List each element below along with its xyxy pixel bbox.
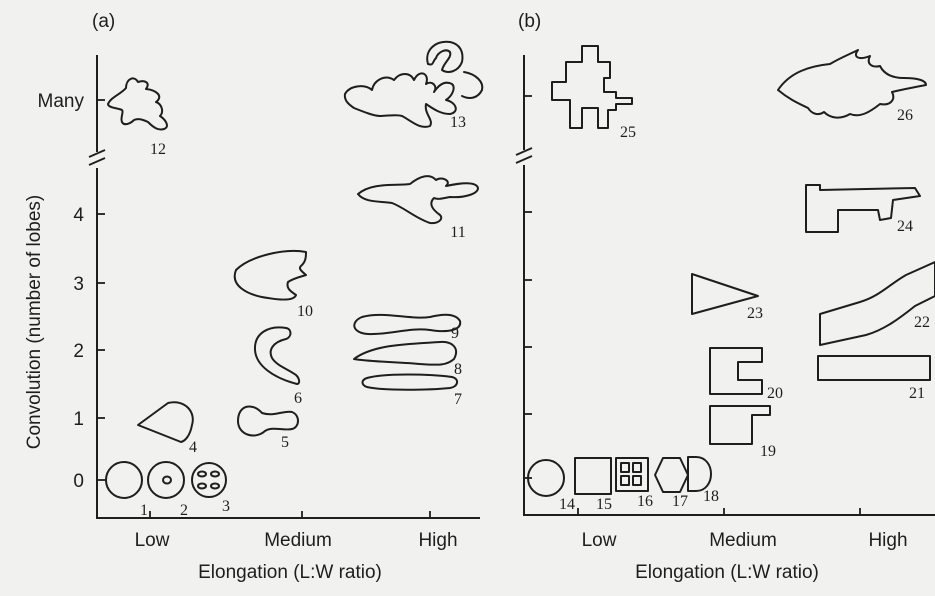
shape-18-half-disc [687, 456, 712, 492]
shape-2-circle-with-dot [147, 461, 185, 499]
shape-number-12: 12 [150, 141, 166, 158]
panel-b-axis-break [515, 147, 533, 164]
shape-number-16: 16 [637, 493, 653, 510]
panel-b-x-ticks [577, 508, 861, 515]
shape-number-4: 4 [189, 439, 197, 456]
y-tick-label-2: 2 [73, 341, 84, 362]
shape-14-circle [527, 459, 565, 497]
panel-a-axes [96, 168, 480, 519]
shape-number-19: 19 [760, 443, 776, 460]
shape-5-lobed-blob [237, 405, 299, 437]
shape-15-square [574, 457, 612, 495]
shape-number-5: 5 [281, 434, 289, 451]
x-tick-label-high: High [868, 530, 907, 551]
shape-number-25: 25 [620, 124, 636, 141]
shape-11-elongated-lobed [357, 175, 479, 225]
shape-number-17: 17 [672, 493, 688, 510]
panel-b: (b) Low Medium High Elongation (L:W rati… [515, 11, 935, 583]
x-tick-label-low: Low [135, 530, 170, 551]
y-tick-label-4: 4 [73, 205, 84, 226]
x-tick-label-high: High [418, 530, 457, 551]
shape-16-square-with-cells [615, 457, 649, 492]
shape-number-15: 15 [596, 496, 612, 513]
panel-b-label: (b) [518, 11, 541, 32]
panel-b-x-axis-title: Elongation (L:W ratio) [635, 562, 819, 583]
shape-number-21: 21 [909, 385, 925, 402]
shape-13-many-lobed-body [343, 72, 457, 128]
shape-3-circle-with-spots [191, 462, 227, 498]
y-tick-label-1: 1 [73, 409, 84, 430]
shape-number-7: 7 [454, 391, 462, 408]
shape-number-14: 14 [559, 496, 575, 513]
shape-7-long-oval [361, 373, 458, 391]
shape-number-3: 3 [222, 498, 230, 515]
shape-13-many-lobed-tail [461, 71, 484, 99]
shape-26-many-lobed-leaf [777, 49, 927, 119]
panel-a-x-ticks [149, 511, 431, 518]
shape-number-23: 23 [747, 305, 763, 322]
shape-21-rectangle [817, 355, 931, 381]
y-tick-label-3: 3 [73, 274, 84, 295]
shape-10-three-lobed [233, 250, 307, 301]
shape-12-star-lobed [107, 77, 168, 131]
shape-9-wavy-band [353, 313, 462, 336]
panel-a-y-axis-title: Convolution (number of lobes) [24, 195, 45, 450]
panel-b-y-ticks [524, 95, 532, 479]
shape-24-angular-elongated [805, 184, 921, 233]
shape-22-slanted-band [819, 261, 935, 346]
panel-a-y-ticks [97, 99, 105, 481]
x-tick-label-medium: Medium [709, 530, 777, 551]
shape-8-spindle [353, 340, 458, 366]
shape-number-18: 18 [703, 488, 719, 505]
shape-number-9: 9 [451, 325, 459, 342]
shape-6-crescent [253, 326, 301, 385]
panel-a-label: (a) [92, 11, 115, 32]
shape-number-8: 8 [454, 361, 462, 378]
shape-number-20: 20 [767, 385, 783, 402]
shape-number-2: 2 [180, 502, 188, 519]
shape-17-hexagon [654, 457, 689, 493]
shape-1-circle [105, 461, 143, 499]
shape-19-stepped-rect [709, 405, 771, 445]
shape-23-triangle [691, 273, 759, 315]
shape-number-1: 1 [140, 502, 148, 519]
panel-a-x-axis-title: Elongation (L:W ratio) [198, 562, 382, 583]
shape-number-10: 10 [297, 303, 313, 320]
y-tick-label-0: 0 [73, 471, 84, 492]
shape-number-11: 11 [450, 224, 465, 241]
panel-a-axis-break [88, 149, 106, 166]
x-tick-label-medium: Medium [264, 530, 332, 551]
shape-25-many-lobed-rectilinear [551, 45, 633, 129]
shape-13-many-lobed-hook [426, 40, 464, 73]
x-tick-label-low: Low [582, 530, 617, 551]
shape-number-24: 24 [897, 218, 913, 235]
shape-number-13: 13 [450, 114, 466, 131]
shape-number-6: 6 [294, 390, 302, 407]
shape-number-26: 26 [897, 107, 913, 124]
panel-b-axes [523, 165, 935, 516]
shape-number-22: 22 [914, 314, 930, 331]
panel-a: (a) Many 4 3 2 1 0 Convolution (number o… [24, 11, 484, 583]
shape-4-teardrop [137, 401, 194, 443]
y-tick-label-many: Many [38, 91, 85, 112]
shape-20-c-shape [709, 347, 763, 395]
